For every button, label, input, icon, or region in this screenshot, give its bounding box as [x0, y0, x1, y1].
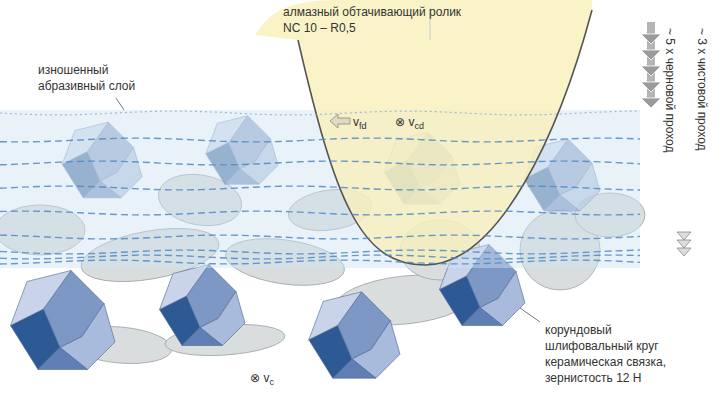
grain-facet [38, 348, 88, 370]
subscript: c [269, 377, 274, 387]
grain-facet [160, 265, 210, 310]
callout-label: корундовый шлифовальный круг керамическа… [545, 322, 685, 386]
chevron [641, 50, 661, 60]
leader-line [520, 308, 540, 322]
chevron [677, 248, 691, 256]
velocity-symbol: vfd [353, 114, 367, 131]
grain-facet [182, 328, 223, 346]
pass-line [0, 138, 640, 142]
abrasive-grain [160, 265, 246, 346]
subscript: fd [359, 121, 367, 131]
grain-facet [333, 359, 376, 378]
pass-line [0, 235, 640, 239]
feed-arrow [330, 114, 350, 128]
grain-facet [11, 271, 72, 326]
rough-pass-arrow [647, 22, 655, 100]
velocity-symbol: ⊗ vc [250, 370, 274, 387]
pass-line [0, 111, 640, 115]
grain-facet [309, 292, 362, 340]
subscript: cd [414, 121, 424, 131]
roller-body [255, 0, 592, 265]
finish-pass-heads [677, 232, 691, 256]
chevron [677, 240, 691, 248]
abrasive-grain [309, 292, 400, 378]
roller-profile [298, 10, 592, 265]
callout-label: изношенный абразивный слой [38, 62, 146, 94]
chevron [641, 34, 661, 44]
chevron [641, 82, 661, 92]
velocity-symbol: ⊗ vcd [395, 114, 424, 131]
chevron [641, 66, 661, 76]
dressing-roller: алмазный обтачивающий ролик NC 10 – R0,5… [245, 0, 597, 272]
pass-line [0, 211, 640, 215]
roller-outline [245, 0, 597, 272]
callout-label: ~ 3 x чистовой проход [694, 28, 710, 151]
pass-line [0, 255, 640, 259]
chevron [641, 98, 661, 108]
pass-line [0, 260, 640, 264]
leader-line [116, 98, 124, 110]
abrasive-grain [11, 271, 116, 370]
rough-pass-heads [641, 34, 661, 108]
pass-line [0, 186, 640, 190]
callout-label: ~ 5 x черновой проход [662, 28, 678, 153]
chevron [677, 232, 691, 240]
pass-line [0, 250, 640, 254]
pass-line [0, 161, 640, 165]
dressing-passes [0, 111, 640, 264]
grain-facet [462, 308, 503, 326]
part-label: алмазный обтачивающий ролик NC 10 – R0,5 [283, 4, 465, 36]
